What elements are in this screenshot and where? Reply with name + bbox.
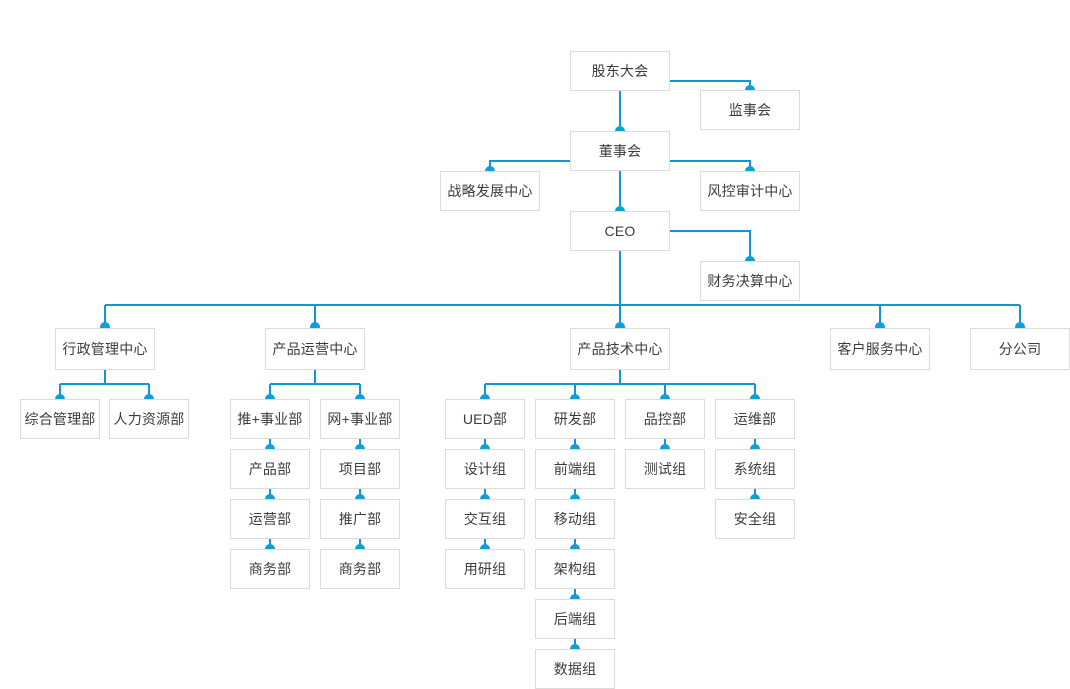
org-node-label: 商务部 [338,561,382,577]
org-node-label: 运营部 [248,511,292,527]
edge-board-to-strategy [489,160,570,171]
org-node-label: 战略发展中心 [447,183,533,199]
org-node-n3[interactable]: 董事会 [570,131,670,171]
org-node-n4[interactable]: 战略发展中心 [440,171,540,211]
org-node-b8[interactable]: 商务部 [320,549,400,589]
org-node-label: 产品技术中心 [577,341,663,357]
org-node-n6[interactable]: CEO [570,211,670,251]
org-node-e4[interactable]: 架构组 [535,549,615,589]
org-node-label: 架构组 [553,561,597,577]
org-node-c2[interactable]: 产品运营中心 [265,328,365,370]
org-node-label: 安全组 [733,511,777,527]
org-node-label: UED部 [462,411,508,427]
org-node-b2[interactable]: 产品部 [230,449,310,489]
org-node-e3[interactable]: 移动组 [535,499,615,539]
edge-shareholders-to-supervisory [670,80,751,90]
org-node-b3[interactable]: 运营部 [230,499,310,539]
org-node-label: 研发部 [553,411,597,427]
org-node-label: 交互组 [463,511,507,527]
org-node-label: 运维部 [733,411,777,427]
org-node-label: 行政管理中心 [62,341,148,357]
org-node-label: 推广部 [338,511,382,527]
org-node-b4[interactable]: 商务部 [230,549,310,589]
org-node-c3[interactable]: 产品技术中心 [570,328,670,370]
org-node-label: 财务决算中心 [707,273,793,289]
edge-board-to-risk [670,160,751,171]
org-node-n1[interactable]: 股东大会 [570,51,670,91]
org-node-c4[interactable]: 客户服务中心 [830,328,930,370]
org-node-label: 推+事业部 [237,411,303,427]
org-node-label: 监事会 [728,102,772,118]
org-node-e5[interactable]: 后端组 [535,599,615,639]
org-node-b6[interactable]: 项目部 [320,449,400,489]
org-node-c5[interactable]: 分公司 [970,328,1070,370]
org-node-label: 股东大会 [591,63,649,79]
org-node-label: 移动组 [553,511,597,527]
org-node-label: 风控审计中心 [707,183,793,199]
org-node-e6[interactable]: 数据组 [535,649,615,689]
org-node-label: 网+事业部 [327,411,393,427]
org-node-label: 品控部 [643,411,687,427]
org-node-f1[interactable]: 品控部 [625,399,705,439]
org-node-c1[interactable]: 行政管理中心 [55,328,155,370]
org-node-label: 产品部 [248,461,292,477]
org-node-d1[interactable]: UED部 [445,399,525,439]
org-node-label: 系统组 [733,461,777,477]
org-node-g3[interactable]: 安全组 [715,499,795,539]
org-node-label: 董事会 [598,143,642,159]
org-node-a1[interactable]: 综合管理部 [20,399,100,439]
org-node-g2[interactable]: 系统组 [715,449,795,489]
org-node-label: 数据组 [553,661,597,677]
org-node-label: 项目部 [338,461,382,477]
org-node-b7[interactable]: 推广部 [320,499,400,539]
org-node-g1[interactable]: 运维部 [715,399,795,439]
org-node-e1[interactable]: 研发部 [535,399,615,439]
org-node-d3[interactable]: 交互组 [445,499,525,539]
org-node-label: 设计组 [463,461,507,477]
org-node-e2[interactable]: 前端组 [535,449,615,489]
org-node-label: 人力资源部 [113,411,185,427]
org-node-n5[interactable]: 风控审计中心 [700,171,800,211]
org-node-b1[interactable]: 推+事业部 [230,399,310,439]
org-node-n2[interactable]: 监事会 [700,90,800,130]
org-node-n7[interactable]: 财务决算中心 [700,261,800,301]
org-node-label: CEO [604,223,636,239]
org-node-label: 分公司 [998,341,1042,357]
org-node-label: 测试组 [643,461,687,477]
org-node-label: 综合管理部 [24,411,96,427]
org-node-f2[interactable]: 测试组 [625,449,705,489]
org-node-label: 前端组 [553,461,597,477]
org-node-d2[interactable]: 设计组 [445,449,525,489]
org-node-a2[interactable]: 人力资源部 [109,399,189,439]
org-node-label: 产品运营中心 [272,341,358,357]
org-node-label: 后端组 [553,611,597,627]
edge-ceo-to-finance [670,230,751,261]
org-node-label: 用研组 [463,561,507,577]
org-node-d4[interactable]: 用研组 [445,549,525,589]
org-node-label: 商务部 [248,561,292,577]
org-node-label: 客户服务中心 [837,341,923,357]
org-node-b5[interactable]: 网+事业部 [320,399,400,439]
